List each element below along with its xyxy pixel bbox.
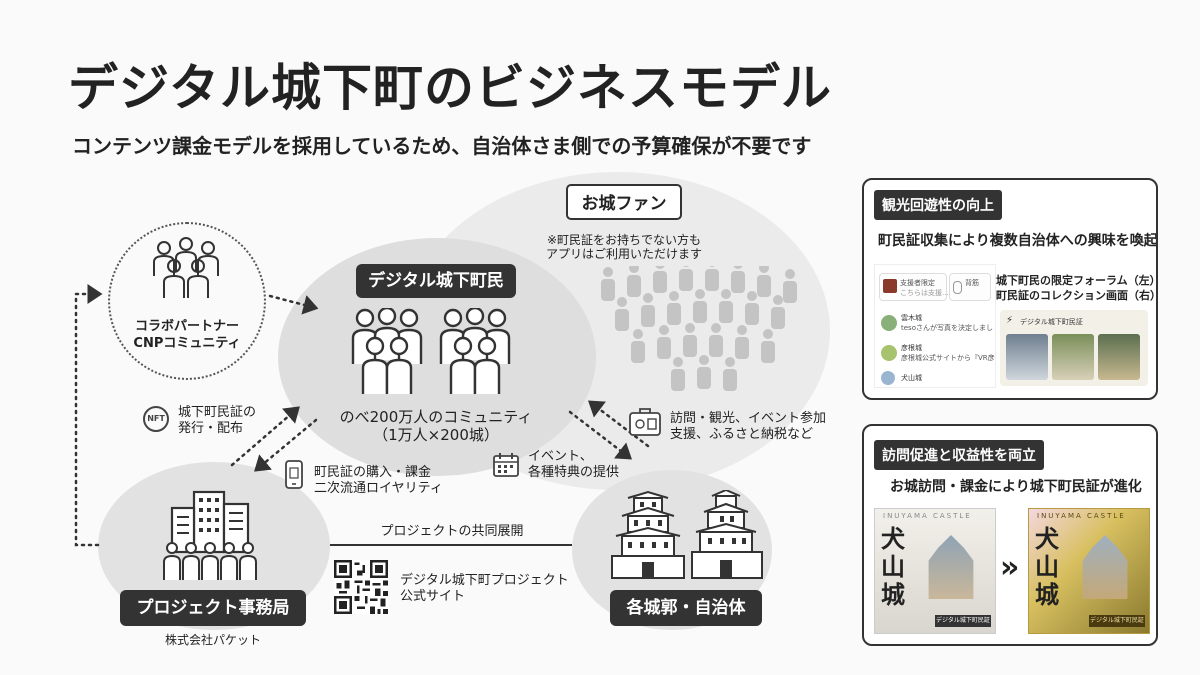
fans-note-1: ※町民証をお持ちでない方も	[546, 233, 702, 247]
office-company: 株式会社パケット	[164, 633, 261, 647]
visit-label-2: 支援、ふるさと納税など	[670, 427, 814, 442]
phone-icon	[285, 460, 303, 489]
tourism-card: 観光回遊性の向上 町民証収集により複数自治体への興味を喚起 支援者限定 こちらは…	[862, 178, 1158, 400]
card-kanji-before: 犬山城	[881, 525, 905, 609]
site-label-1: デジタル城下町プロジェクト	[400, 573, 569, 588]
event-label-1: イベント、	[528, 449, 593, 464]
nft-label-1: 城下町民証の	[178, 405, 257, 420]
card-footer-after: デジタル城下町民証	[1089, 615, 1145, 627]
tourism-heading: 町民証収集により複数自治体への興味を喚起	[878, 233, 1158, 249]
citizen-card-after: INUYAMA CASTLE 犬山城 デジタル城下町民証	[1028, 508, 1150, 634]
partner-circle	[108, 222, 266, 380]
fans-crowd-icon	[601, 266, 797, 391]
forum-row-1-name: 雲木城	[901, 314, 922, 322]
page-subtitle: コンテンツ課金モデルを採用しているため、自治体さま側での予算確保が不要です	[72, 134, 812, 158]
forum-tab-1-line2: こちらは支援...	[900, 289, 949, 297]
suitcase-icon	[629, 408, 661, 436]
visit-label-1: 訪問・観光、イベント参加	[670, 411, 827, 426]
purchase-label-1: 町民証の購入・課金	[314, 465, 432, 480]
avatar	[881, 371, 895, 385]
card-title-before: INUYAMA CASTLE	[883, 512, 972, 520]
partner-people-icon	[153, 237, 219, 298]
castle-icons	[611, 490, 763, 579]
tourism-caption-2: 町民証のコレクション画面（右）	[996, 289, 1158, 302]
forum-row-1: 雲木城 tesoさんが写真を決定しまし	[875, 313, 995, 335]
card-footer-before: デジタル城下町民証	[935, 615, 991, 627]
forum-row-2-text: 彦根城公式サイトから『VR彦	[901, 354, 995, 362]
nft-label-2: 発行・配布	[178, 421, 244, 436]
arrow-castles-to-citizens	[588, 400, 650, 448]
arrow-citizens-to-castles	[568, 410, 632, 460]
forum-row-3: 犬山城	[875, 371, 995, 385]
forum-tab-1[interactable]: 支援者限定 こちらは支援...	[879, 273, 949, 301]
collection-screenshot: ⚡ デジタル城下町民証	[1000, 310, 1148, 386]
forum-row-2: 彦根城 彦根城公式サイトから『VR彦	[875, 343, 995, 365]
purchase-label-2: 二次流通ロイヤリティ	[314, 481, 443, 496]
citizens-count-1: のべ200万人のコミュニティ	[339, 408, 533, 426]
office-label: プロジェクト事務局	[120, 590, 306, 626]
castle-photo	[928, 535, 974, 599]
arrow-office-to-partner	[74, 284, 103, 547]
collection-card-3[interactable]	[1098, 334, 1140, 380]
card-kanji-after: 犬山城	[1035, 525, 1059, 609]
forum-row-2-name: 彦根城	[901, 344, 922, 352]
office-building-icon	[163, 490, 257, 581]
arrow-partner-to-citizens	[268, 294, 319, 315]
arrow-citizens-to-office	[254, 418, 318, 472]
visit-tag: 訪問促進と収益性を両立	[874, 440, 1044, 470]
castles-label: 各城郭・自治体	[610, 590, 762, 626]
tourism-tag: 観光回遊性の向上	[874, 190, 1002, 220]
citizens-label: デジタル城下町民	[356, 264, 516, 298]
castle-photo	[1082, 535, 1128, 599]
nft-icon: NFT	[143, 406, 169, 432]
flow-arrows	[74, 284, 650, 547]
forum-tab-2-label: 背筋	[965, 279, 979, 287]
forum-tab-thumb	[883, 279, 897, 293]
mic-icon	[953, 281, 962, 294]
site-label-2: 公式サイト	[400, 589, 466, 604]
fans-note-2: アプリはご利用いただけます	[545, 247, 702, 261]
forum-screenshot: 支援者限定 こちらは支援... 背筋 雲木城 tesoさんが写真を決定しまし 彦…	[874, 264, 996, 388]
page-title: デジタル城下町のビジネスモデル	[68, 59, 832, 117]
citizens-count-2: （1万人×200城）	[373, 426, 499, 444]
collection-title: デジタル城下町民証	[1020, 318, 1083, 326]
avatar	[881, 345, 897, 361]
joint-label: プロジェクトの共同展開	[380, 524, 524, 539]
citizen-card-before: INUYAMA CASTLE 犬山城 デジタル城下町民証	[874, 508, 996, 634]
event-label-2: 各種特典の提供	[528, 465, 620, 480]
forum-row-3-name: 犬山城	[901, 374, 922, 382]
collection-card-2[interactable]	[1052, 334, 1094, 380]
partner-label-2: CNPコミュニティ	[133, 336, 241, 351]
forum-tab-1-line1: 支援者限定	[900, 279, 935, 287]
forum-tab-2[interactable]: 背筋	[949, 273, 991, 301]
tourism-caption-1: 城下町民の限定フォーラム（左）	[996, 274, 1158, 287]
forum-row-1-text: tesoさんが写真を決定しまし	[901, 324, 993, 332]
evolve-arrow-icon: »	[1000, 550, 1020, 585]
qr-code[interactable]	[334, 560, 388, 614]
collection-card-1[interactable]	[1006, 334, 1048, 380]
visit-heading: お城訪問・課金により城下町民証が進化	[890, 479, 1142, 495]
visit-card: 訪問促進と収益性を両立 お城訪問・課金により城下町民証が進化 INUYAMA C…	[862, 424, 1158, 646]
fans-label: お城ファン	[566, 184, 682, 220]
bolt-icon: ⚡	[1006, 315, 1014, 326]
calendar-icon	[493, 453, 519, 477]
card-title-after: INUYAMA CASTLE	[1037, 512, 1126, 520]
citizens-people-icon	[351, 308, 511, 396]
arrow-office-to-citizens	[230, 406, 300, 467]
partner-label-1: コラボパートナー	[134, 319, 239, 334]
avatar	[881, 315, 897, 331]
